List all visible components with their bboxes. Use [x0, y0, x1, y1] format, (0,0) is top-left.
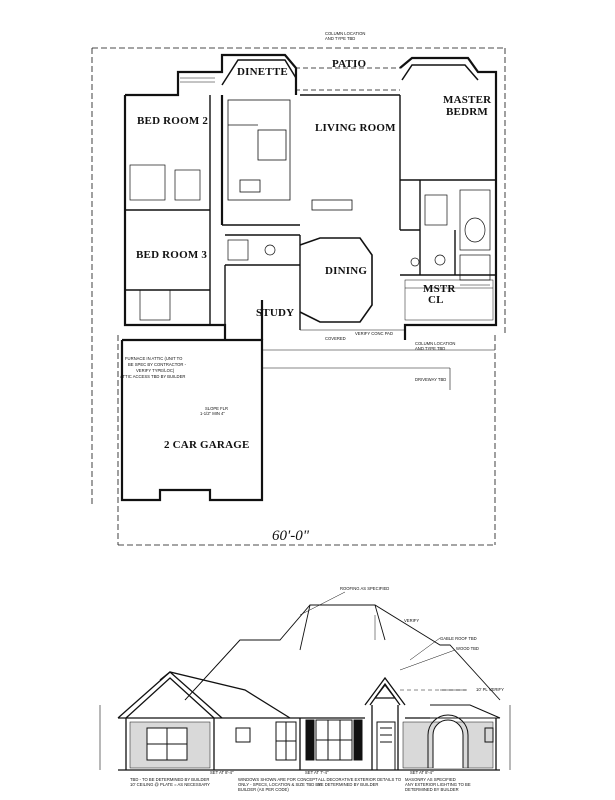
dimension-lines	[91, 47, 506, 546]
notes-right-3: DETERMINED BY BUILDER	[405, 787, 459, 792]
note-driveway: DRIVEWAY TBD	[415, 377, 446, 382]
small-window	[235, 727, 251, 743]
note-furnace-2: BE SPEC BY CONTRACTOR -	[128, 362, 187, 367]
small-right-window	[484, 727, 494, 743]
room-study: STUDY	[256, 307, 294, 319]
floor-plan-labels: COLUMN LOCATION AND TYPE TBD DINETTE PAT…	[120, 31, 492, 544]
kitchen-counters	[227, 99, 353, 211]
room-master-line1: MASTER	[443, 94, 492, 106]
note-roofing: ROOFING AS SPECIFIED	[340, 586, 389, 591]
note-gable-roof: GABLE ROOF TBD	[440, 636, 477, 641]
set-height-3: SET AT 8'-4"	[410, 770, 434, 775]
column-note-right-1: COLUMN LOCATION	[415, 341, 455, 346]
closet-shelves	[180, 77, 494, 321]
notes-right-1: MASONRY AS SPECIFIED	[405, 777, 456, 782]
room-patio: PATIO	[332, 58, 366, 70]
room-dinette: DINETTE	[237, 66, 288, 78]
note-plate-verify: 10' PL VERIFY	[476, 687, 504, 692]
right-roof	[405, 704, 501, 719]
dinette-bay	[221, 59, 297, 86]
note-attic-access: ATTIC ACCESS TBD BY BUILDER	[120, 374, 185, 379]
note-slope-1: SLOPE FLR	[205, 406, 228, 411]
column-note-top-1: COLUMN LOCATION	[325, 31, 365, 36]
patio-outline	[295, 67, 400, 91]
floor-plan	[91, 47, 506, 546]
master-bay	[401, 64, 479, 81]
note-covered: COVERED	[325, 336, 346, 341]
notes-mid2-1: ALL DECORATIVE EXTERIOR DETAILS TO	[318, 777, 402, 782]
main-roof	[184, 604, 501, 701]
note-furnace-1: FURNACE IN ATTIC (UNIT TO	[125, 356, 183, 361]
right-arched-window	[427, 714, 469, 768]
note-verify-conc-pad: VERIFY CONC PAD	[355, 331, 393, 336]
set-height-2: SET AT 7'-4"	[305, 770, 329, 775]
notes-mid-2: ONLY - SPECS, LOCATION & SIZE TBD BY	[238, 782, 321, 787]
center-windows	[275, 719, 363, 761]
dining-bay	[299, 237, 373, 323]
front-elevation	[99, 591, 511, 771]
elevation-walls	[118, 717, 500, 771]
notes-left-1: TBD - TO BE DETERMINED BY BUILDER	[130, 777, 209, 782]
room-dining: DINING	[325, 265, 367, 277]
room-garage: 2 CAR GARAGE	[164, 439, 250, 451]
room-master-line2: BEDRM	[446, 106, 488, 118]
room-bedroom3: BED ROOM 3	[136, 249, 207, 261]
notes-mid2-2: BE DETERMINED BY BUILDER	[318, 782, 378, 787]
note-wood: WOOD TBD	[456, 646, 479, 651]
set-height-1: SET AT 8'-4"	[210, 770, 234, 775]
room-living: LIVING ROOM	[315, 122, 396, 134]
elevation-dims	[99, 705, 511, 770]
left-gable-roof	[117, 671, 300, 719]
notes-mid-1: WINDOWS SHOWN ARE FOR CONCEPT	[238, 777, 318, 782]
note-slope-2: 1-1/2" MIN 4"	[200, 411, 225, 416]
note-furnace-3: VERIFY TYPE/LOC)	[136, 368, 175, 373]
room-mstr-line2: CL	[428, 294, 444, 306]
front-door	[376, 721, 396, 771]
elevation-labels: ROOFING AS SPECIFIED VERIFY GABLE ROOF T…	[130, 586, 504, 792]
notes-right-2: ANY EXTERIOR LIGHTING TO BE	[405, 782, 471, 787]
column-note-right-2: AND TYPE TBD	[415, 346, 445, 351]
left-window	[146, 727, 188, 761]
driveway-lines	[262, 329, 495, 390]
notes-left-2: 10' CEILING @ PLATE = AS NECESSARY	[130, 782, 210, 787]
entry-gable	[364, 676, 406, 770]
bath-fixtures	[129, 164, 491, 321]
column-note-top-2: AND TYPE TBD	[325, 36, 355, 41]
room-bedroom2: BED ROOM 2	[137, 115, 208, 127]
elevation-leaders	[299, 591, 470, 691]
room-mstr-line1: MSTR	[423, 283, 456, 295]
notes-mid-3: BUILDER (AS PER CODE)	[238, 787, 289, 792]
overall-width-dimension: 60'-0"	[272, 528, 310, 544]
note-verify: VERIFY	[404, 618, 419, 623]
